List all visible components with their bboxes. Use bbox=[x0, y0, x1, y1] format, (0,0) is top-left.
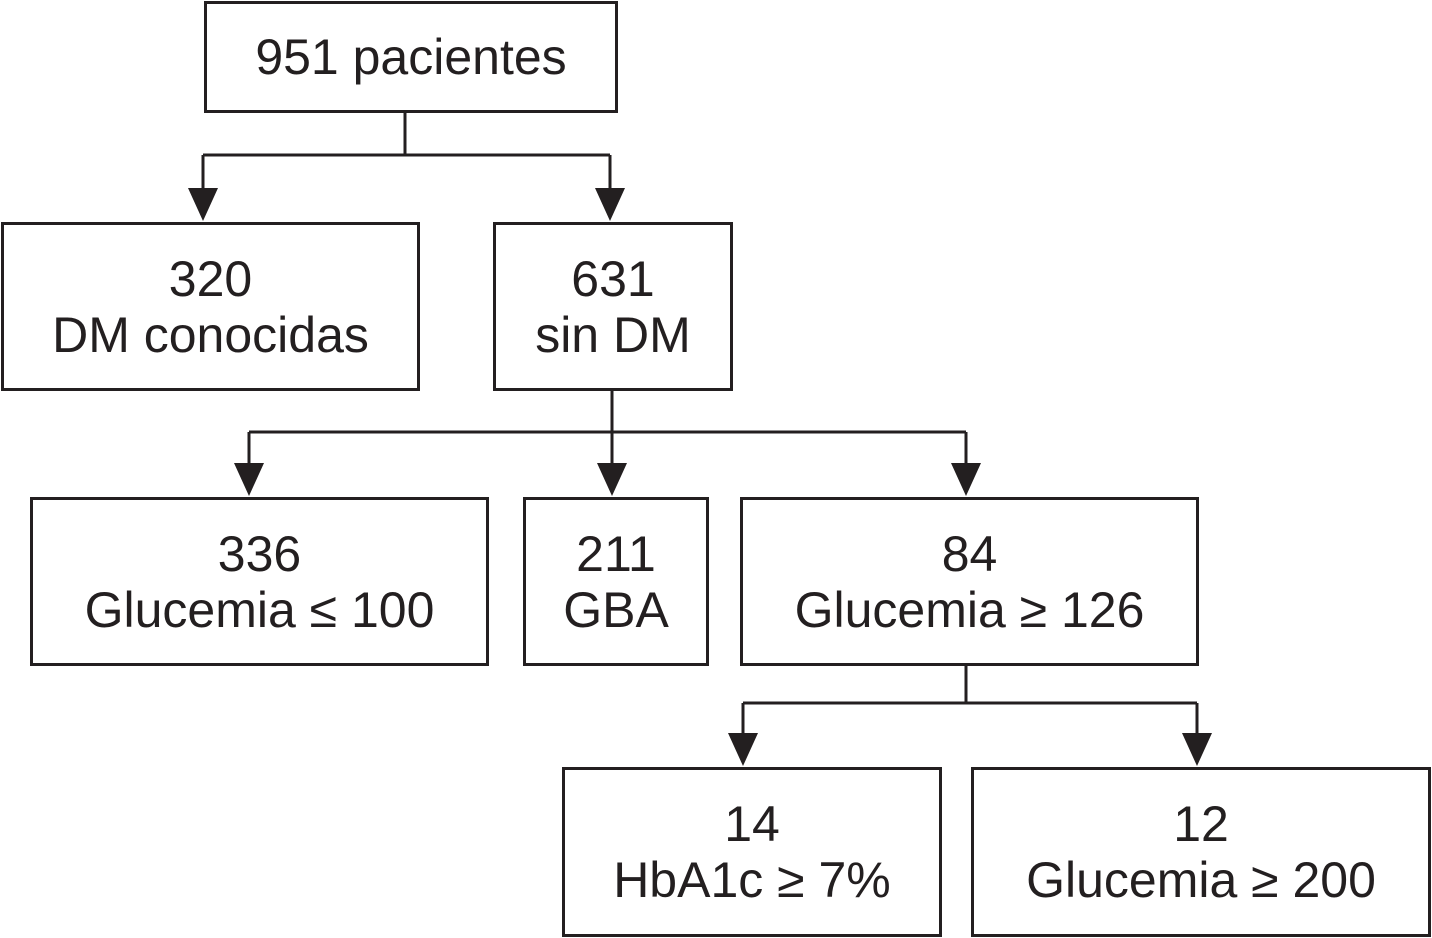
node-gba: 211 GBA bbox=[523, 497, 709, 666]
node-glucemia-high-count: 84 bbox=[941, 525, 998, 582]
node-glucemia-high-label: Glucemia ≥ 126 bbox=[794, 581, 1145, 638]
node-total-patients: 951 pacientes bbox=[204, 1, 618, 113]
node-total-patients-text: 951 pacientes bbox=[255, 29, 567, 85]
arrowhead bbox=[234, 463, 264, 496]
node-glucemia-high: 84 Glucemia ≥ 126 bbox=[740, 497, 1199, 666]
node-known-dm-count: 320 bbox=[168, 250, 253, 307]
node-glucemia-low: 336 Glucemia ≤ 100 bbox=[30, 497, 489, 666]
arrowhead bbox=[595, 188, 625, 221]
node-hba1c-label: HbA1c ≥ 7% bbox=[613, 852, 891, 908]
arrowhead bbox=[597, 463, 627, 496]
node-no-dm: 631 sin DM bbox=[493, 222, 733, 391]
node-glucemia-low-count: 336 bbox=[217, 525, 302, 582]
arrowhead bbox=[951, 463, 981, 496]
arrowhead bbox=[728, 733, 758, 766]
node-gba-count: 211 bbox=[576, 525, 656, 582]
connector-no-dm-split bbox=[234, 391, 981, 496]
connector-root-split bbox=[188, 113, 625, 221]
node-hba1c-count: 14 bbox=[724, 796, 780, 852]
arrowhead bbox=[188, 188, 218, 221]
node-gba-label: GBA bbox=[563, 581, 669, 638]
node-known-dm-label: DM conocidas bbox=[52, 306, 369, 363]
node-hba1c: 14 HbA1c ≥ 7% bbox=[562, 767, 942, 937]
connector-glu-high-split bbox=[728, 666, 1212, 766]
node-glucemia-low-label: Glucemia ≤ 100 bbox=[84, 581, 435, 638]
node-glucemia-200-count: 12 bbox=[1173, 796, 1229, 852]
node-glucemia-200: 12 Glucemia ≥ 200 bbox=[971, 767, 1431, 937]
node-known-dm: 320 DM conocidas bbox=[1, 222, 420, 391]
node-no-dm-label: sin DM bbox=[535, 306, 691, 363]
node-glucemia-200-label: Glucemia ≥ 200 bbox=[1026, 852, 1376, 908]
arrowhead bbox=[1182, 733, 1212, 766]
node-no-dm-count: 631 bbox=[571, 250, 655, 307]
